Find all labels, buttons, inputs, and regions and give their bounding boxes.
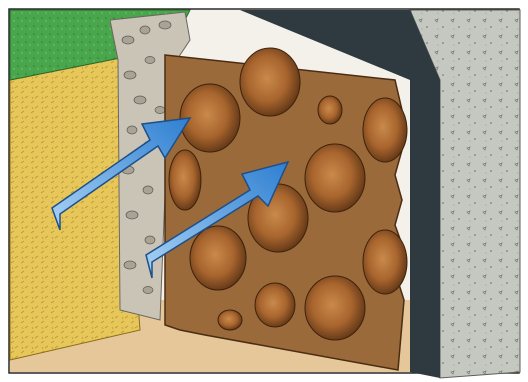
dimple (255, 283, 295, 327)
dimple (318, 96, 342, 124)
dimple (190, 226, 246, 290)
dimple (240, 48, 300, 116)
dimple (363, 98, 407, 162)
dimple (305, 276, 365, 340)
dimple (305, 144, 365, 212)
dimple (218, 310, 242, 330)
dimple (169, 150, 201, 210)
dimple (363, 230, 407, 294)
